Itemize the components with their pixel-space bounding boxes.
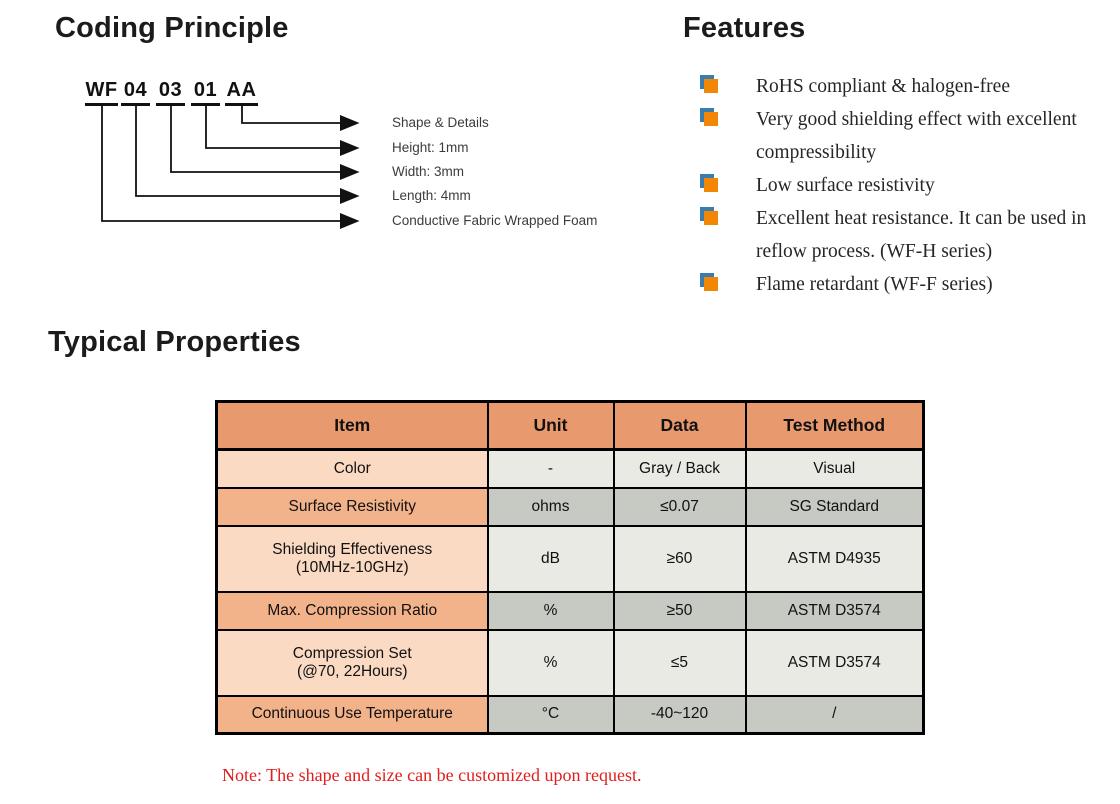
feature-item: Very good shielding effect with excellen…	[700, 103, 1100, 169]
cell-item: Max. Compression Ratio	[215, 590, 489, 631]
square-bullet-icon	[704, 211, 718, 225]
table-row: Shielding Effectiveness (10MHz-10GHz) dB…	[215, 524, 925, 593]
cell-data: -40~120	[612, 694, 747, 735]
cell-data: ≤0.07	[612, 486, 747, 527]
table-row: Color - Gray / Back Visual	[215, 448, 925, 489]
cell-test-method: Visual	[744, 448, 925, 489]
table-row: Continuous Use Temperature °C -40~120 /	[215, 694, 925, 735]
feature-item: RoHS compliant & halogen-free	[700, 70, 1100, 103]
diagram-connector-lines	[101, 104, 360, 230]
cell-data: Gray / Back	[612, 448, 747, 489]
cell-test-method: SG Standard	[744, 486, 925, 527]
cell-data: ≤5	[612, 628, 747, 697]
square-bullet-icon	[704, 178, 718, 192]
cell-test-method: ASTM D3574	[744, 628, 925, 697]
cell-unit: ohms	[486, 486, 615, 527]
column-header-item: Item	[215, 400, 489, 451]
table-row: Surface Resistivity ohms ≤0.07 SG Standa…	[215, 486, 925, 527]
feature-text: RoHS compliant & halogen-free	[756, 76, 1010, 97]
feature-text: Flame retardant (WF-F series)	[756, 274, 993, 295]
cell-item: Continuous Use Temperature	[215, 694, 489, 735]
cell-data: ≥50	[612, 590, 747, 631]
column-header-test-method: Test Method	[744, 400, 925, 451]
feature-text: Excellent heat resistance. It can be use…	[756, 208, 1087, 262]
table-row: Max. Compression Ratio % ≥50 ASTM D3574	[215, 590, 925, 631]
diagram-label-shape: Shape & Details	[392, 115, 489, 130]
square-bullet-icon	[704, 277, 718, 291]
cell-unit: °C	[486, 694, 615, 735]
cell-item: Shielding Effectiveness (10MHz-10GHz)	[215, 524, 489, 593]
column-header-unit: Unit	[486, 400, 615, 451]
diagram-label-height: Height: 1mm	[392, 140, 469, 155]
square-bullet-icon	[704, 112, 718, 126]
cell-test-method: ASTM D3574	[744, 590, 925, 631]
diagram-label-material: Conductive Fabric Wrapped Foam	[392, 213, 598, 228]
table-row: Compression Set (@70, 22Hours) % ≤5 ASTM…	[215, 628, 925, 697]
cell-item: Color	[215, 448, 489, 489]
cell-data: ≥60	[612, 524, 747, 593]
column-header-data: Data	[612, 400, 747, 451]
features-heading: Features	[683, 12, 806, 44]
feature-item: Low surface resistivity	[700, 169, 1100, 202]
cell-unit: %	[486, 628, 615, 697]
feature-item: Flame retardant (WF-F series)	[700, 268, 1100, 301]
coding-principle-heading: Coding Principle	[55, 12, 289, 44]
features-list: RoHS compliant & halogen-free Very good …	[700, 70, 1100, 301]
diagram-label-length: Length: 4mm	[392, 188, 471, 203]
cell-item: Surface Resistivity	[215, 486, 489, 527]
cell-test-method: ASTM D4935	[744, 524, 925, 593]
cell-unit: %	[486, 590, 615, 631]
customization-note: Note: The shape and size can be customiz…	[222, 765, 642, 785]
cell-unit: dB	[486, 524, 615, 593]
cell-unit: -	[486, 448, 615, 489]
square-bullet-icon	[704, 79, 718, 93]
feature-text: Very good shielding effect with excellen…	[756, 109, 1077, 163]
feature-item: Excellent heat resistance. It can be use…	[700, 202, 1100, 268]
diagram-label-width: Width: 3mm	[392, 164, 465, 179]
feature-text: Low surface resistivity	[756, 175, 935, 196]
typical-properties-heading: Typical Properties	[48, 326, 301, 358]
cell-item: Compression Set (@70, 22Hours)	[215, 628, 489, 697]
typical-properties-table: Item Unit Data Test Method Color - Gray …	[215, 400, 925, 735]
table-header-row: Item Unit Data Test Method	[215, 400, 925, 451]
cell-test-method: /	[744, 694, 925, 735]
